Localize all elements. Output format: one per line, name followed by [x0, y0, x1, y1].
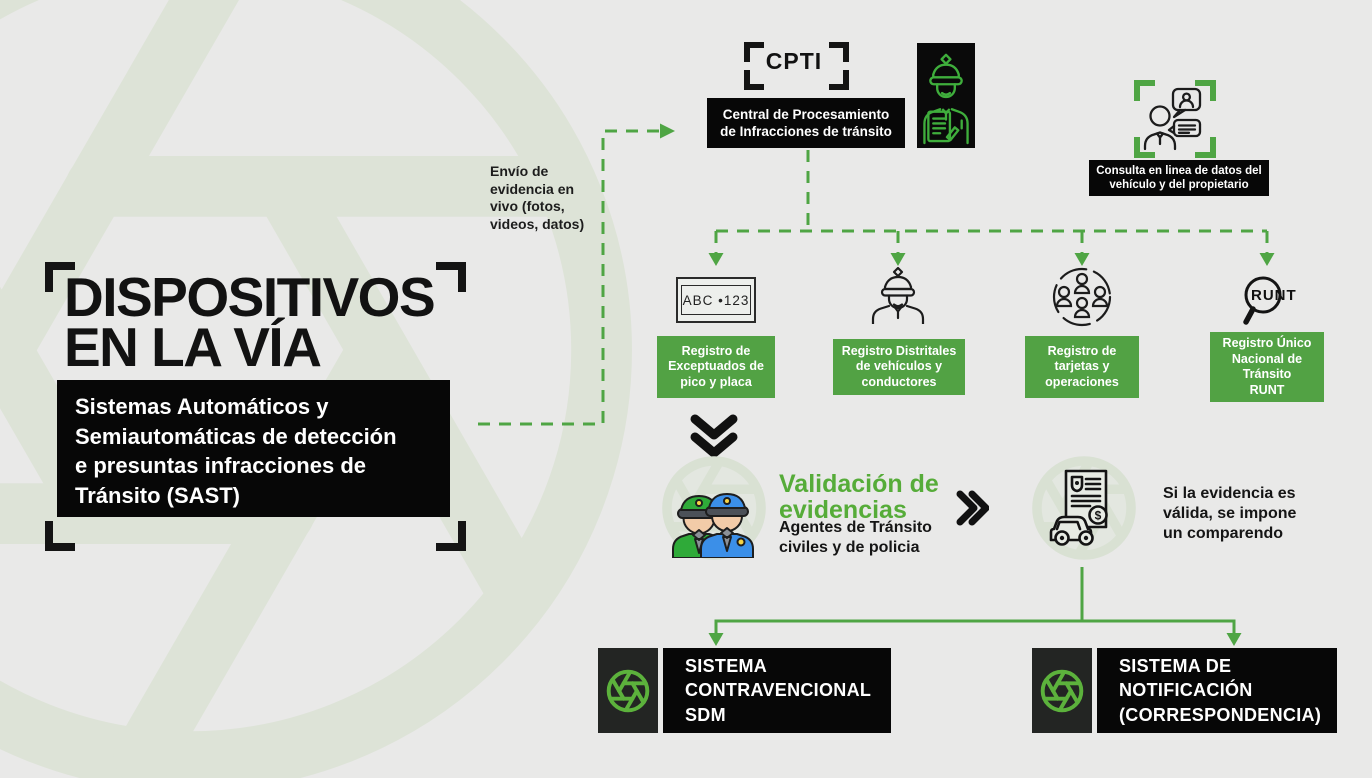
sast-subtitle-box: Sistemas Automáticos y Semiautomáticas d…	[57, 380, 450, 517]
aperture-logo-icon	[605, 668, 651, 714]
runt-label: RUNT	[1251, 287, 1297, 304]
cpti-acronym: CPTI	[765, 48, 823, 74]
double-chevron-right-icon	[956, 490, 989, 526]
svg-text:$: $	[1095, 509, 1102, 523]
double-chevron-down-icon	[690, 414, 738, 458]
people-group-icon	[1052, 267, 1112, 327]
notification-system-box: SISTEMA DE NOTIFICACIÓN (CORRESPONDENCIA…	[1097, 648, 1337, 733]
traffic-ticket-car-icon: $	[1049, 469, 1108, 546]
aperture-logo-icon	[1039, 668, 1085, 714]
runt-magnifier-icon: RUNT	[1235, 268, 1309, 330]
comparendo-note: Si la evidencia es válida, se impone un …	[1163, 485, 1297, 542]
validation-title: Validación de evidencias	[779, 470, 939, 524]
police-officers-icon	[672, 493, 754, 558]
registry-tarjetas-box: Registro de tarjetas y operaciones	[1025, 336, 1139, 398]
magnifier-glass-icon	[1243, 276, 1282, 325]
registry-runt-box: Registro Único Nacional de Tránsito RUNT	[1210, 332, 1324, 402]
person-chat-icon	[1143, 87, 1202, 151]
license-plate-text: ABC •123	[681, 285, 751, 315]
validation-subtitle: Agentes de Tránsito civiles y de policia	[779, 519, 932, 556]
registry-distritales-box: Registro Distritales de vehículos y cond…	[833, 339, 965, 395]
registry-exceptuados-box: Registro de Exceptuados de pico y placa	[657, 336, 775, 398]
officer-writing-icon	[923, 53, 969, 144]
evidence-note: Envío de evidencia en vivo (fotos, video…	[490, 163, 585, 232]
consulta-label-box: Consulta en linea de datos del vehículo …	[1089, 160, 1269, 196]
cpti-label-box: Central de Procesamiento de Infracciones…	[707, 98, 905, 148]
traffic-officer-icon	[871, 266, 925, 324]
sdm-system-box: SISTEMA CONTRAVENCIONAL SDM	[663, 648, 891, 733]
sdm-logo-panel	[598, 648, 658, 733]
license-plate-icon: ABC •123	[676, 277, 756, 323]
notification-logo-panel	[1032, 648, 1092, 733]
officer-writing-panel	[917, 43, 975, 148]
page-title: DISPOSITIVOS EN LA VÍA	[64, 266, 436, 378]
